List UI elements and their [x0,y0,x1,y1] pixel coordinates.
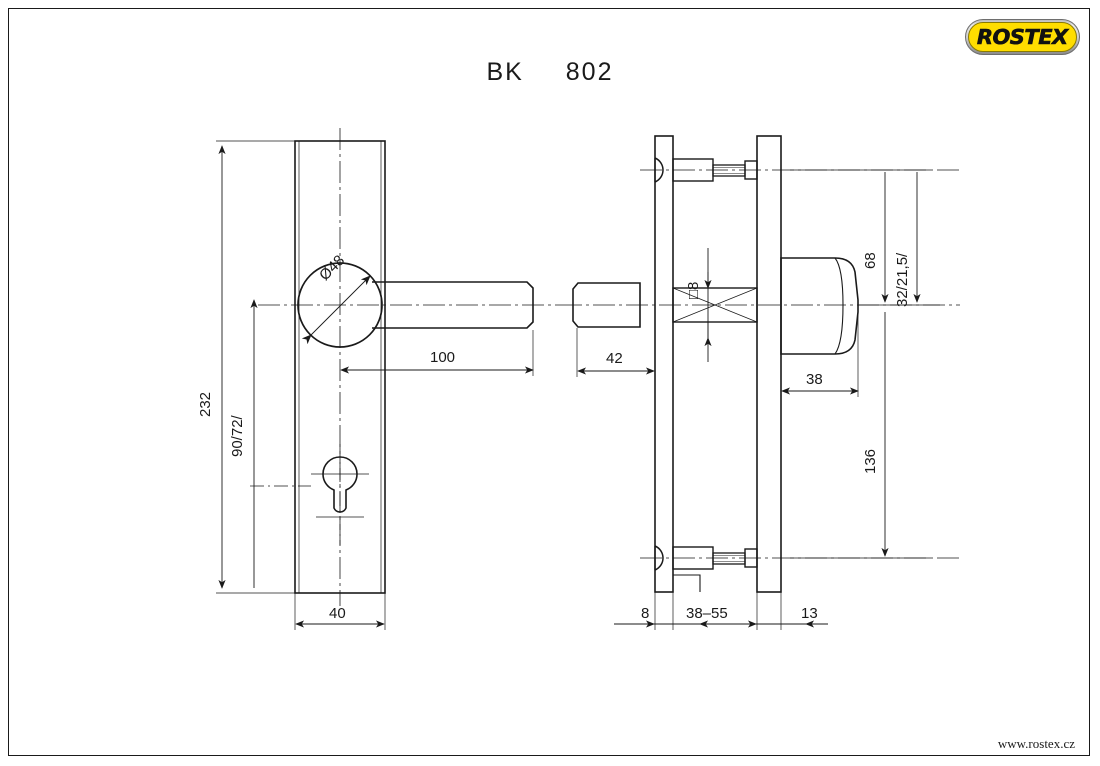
bottom-bolt-head [654,545,664,571]
interior-knob-inner-face [834,257,844,355]
title-code: BK [486,58,524,86]
front-view-group [216,128,560,630]
rostex-logo: ROSTEX [965,19,1080,55]
dim-label-bolt-spacing-variant: 32/21,5/ [894,252,911,307]
dim-label-handle-projection: 42 [606,350,623,367]
dim-label-handle-center-height: 90/72/ [229,415,246,457]
dim-label-handle-length: 100 [430,349,456,366]
dim-dia48-leader [301,275,371,345]
bottom-bolt-collar [744,548,758,568]
top-bolt-shaft [712,164,746,177]
website-footer: www.rostex.cz [997,736,1075,751]
drawing-border [8,8,1090,756]
dim-label-upper-bolt-offset: 68 [862,252,879,269]
bottom-bolt-shaft [712,552,746,565]
dim-label-spindle-square: □8 [685,281,702,299]
outer-plate-bottom-step [673,574,701,592]
dim-label-door-thickness-range: 38–55 [686,605,728,622]
dim-label-plate-height: 232 [197,391,214,417]
spindle-section [672,287,758,323]
spindle-hatch-b [672,287,758,323]
dim-label-plate-width: 40 [329,605,346,622]
side-lever-stub [572,282,641,328]
dim-label-knob-depth: 38 [806,371,823,388]
title-number: 802 [565,58,614,86]
logo-wordmark: ROSTEX [977,25,1069,50]
dim-label-bolt-to-bolt: 136 [862,448,879,474]
outer-plate-section [654,135,674,593]
logo-band: ROSTEX [968,22,1077,52]
dim-label-inner-plate-thickness: 13 [801,605,818,622]
inner-plate-section [756,135,782,593]
spindle-outline [672,287,758,323]
lever-handle-outline [372,281,534,329]
page-title: BK 802 [0,58,1100,87]
side-view-group [560,135,960,630]
top-bolt-collar [744,160,758,180]
interior-knob-body [780,257,859,355]
dim-label-plate-thickness: 8 [641,605,650,622]
top-bolt-head [654,157,664,183]
